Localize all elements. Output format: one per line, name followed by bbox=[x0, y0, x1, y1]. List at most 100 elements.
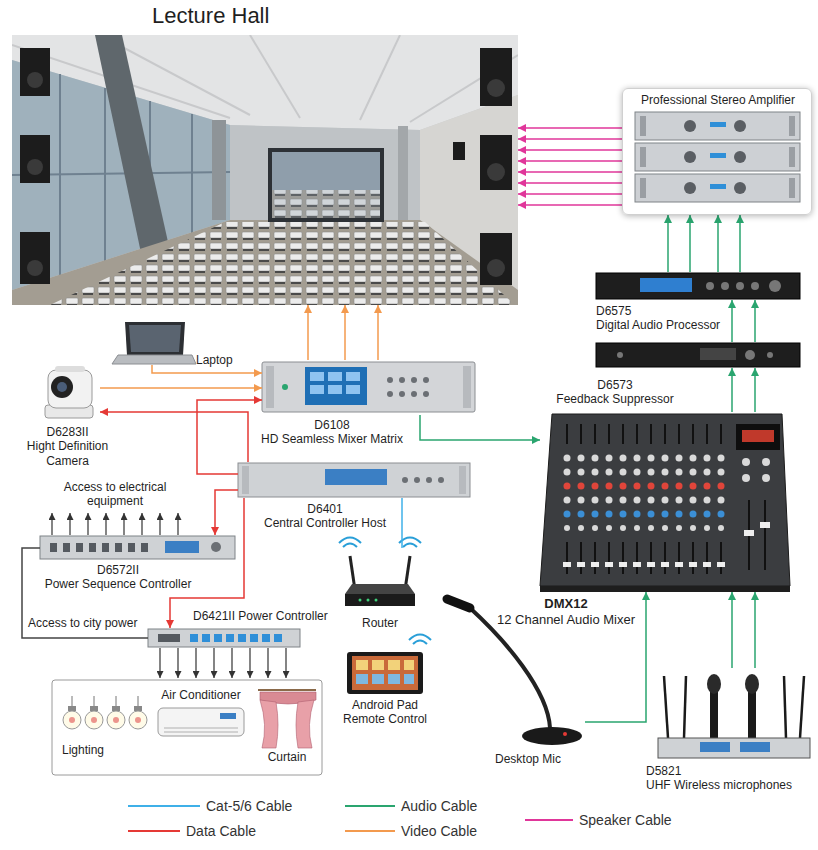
power-sequencer: D6572IIPower Sequence Controller bbox=[40, 535, 235, 560]
mixer-picture bbox=[736, 424, 780, 450]
power-sequencer-unit bbox=[50, 543, 57, 552]
amplifier-units bbox=[734, 151, 746, 163]
power-controller-unit bbox=[262, 634, 270, 642]
appliance-frame bbox=[52, 680, 322, 775]
mixer-picture bbox=[540, 414, 790, 586]
curtain-picture bbox=[258, 690, 316, 748]
air-conditioner-picture bbox=[164, 728, 238, 729]
mixer-matrix-unit bbox=[282, 384, 288, 390]
power-sequencer-unit bbox=[141, 543, 148, 552]
lecture-hall-photo bbox=[480, 48, 512, 106]
cable bbox=[518, 182, 622, 184]
central-controller: D6401Central Controller Host bbox=[238, 462, 470, 498]
lecture-hall-photo bbox=[480, 233, 512, 285]
mixer-matrix-unit bbox=[399, 391, 405, 397]
power-controller-unit bbox=[148, 629, 300, 647]
cable bbox=[215, 490, 238, 535]
audio-processor: D6575Digital Audio Processor bbox=[596, 272, 800, 300]
router-picture bbox=[345, 594, 415, 606]
audio-processor-unit bbox=[596, 273, 800, 299]
device-label: D6575 bbox=[596, 304, 746, 318]
amplifier-units bbox=[684, 120, 746, 194]
cable bbox=[344, 305, 346, 360]
power-sequencer-unit bbox=[63, 543, 70, 552]
caption-block: Laptop bbox=[196, 353, 256, 367]
power-controller-unit bbox=[190, 634, 282, 642]
lighting-picture bbox=[90, 706, 98, 711]
power-controller-unit bbox=[148, 629, 300, 647]
appliance-leader-arrows bbox=[177, 648, 178, 678]
desktop-mic-picture bbox=[447, 599, 470, 608]
power-controller-unit bbox=[226, 634, 234, 642]
router-picture bbox=[375, 599, 378, 602]
equipment-leader-arrows bbox=[177, 513, 178, 535]
pad-picture bbox=[352, 656, 418, 690]
mixer-picture bbox=[540, 586, 790, 592]
mixer-matrix-unit bbox=[262, 362, 475, 412]
cable bbox=[518, 127, 622, 129]
mixer-picture bbox=[764, 500, 766, 570]
mixer-matrix-unit bbox=[423, 377, 429, 383]
amplifier-units bbox=[710, 122, 726, 189]
legend-swatch bbox=[345, 805, 395, 807]
lighting-picture bbox=[72, 696, 138, 708]
pad-picture bbox=[347, 652, 423, 694]
lecture-hall-photo bbox=[272, 152, 380, 218]
curtain-picture bbox=[260, 700, 278, 748]
lighting-picture bbox=[63, 696, 147, 729]
central-controller-unit bbox=[402, 477, 444, 483]
lecture-hall-photo bbox=[487, 259, 505, 277]
mixer-matrix: D6108HD Seamless Mixer Matrix bbox=[262, 360, 475, 415]
lighting-picture bbox=[69, 717, 141, 723]
wireless-receiver-picture bbox=[784, 676, 786, 738]
router-picture bbox=[345, 556, 415, 606]
amplifier-units bbox=[710, 184, 726, 189]
appliance-leader-arrows bbox=[267, 648, 268, 678]
cable bbox=[689, 215, 691, 272]
caption-block: D6421II Power Controller bbox=[193, 609, 353, 623]
audio-mixer: DMX1212 Channel Audio Mixer bbox=[540, 412, 790, 592]
amplifier-units bbox=[640, 147, 646, 167]
wireless-receiver-picture bbox=[658, 674, 810, 758]
feedback-suppressor: D6573Feedback Suppressor bbox=[596, 342, 800, 368]
mixer-matrix-unit bbox=[346, 372, 360, 381]
amplifier-units bbox=[734, 120, 746, 132]
cable bbox=[731, 592, 733, 668]
amplifier-units bbox=[640, 178, 646, 198]
laptop-picture bbox=[129, 325, 181, 352]
wifi-symbol bbox=[409, 635, 431, 641]
equipment-leader-arrows bbox=[87, 513, 88, 535]
note-label: Access to city power bbox=[28, 616, 158, 630]
air-conditioner-picture bbox=[158, 708, 244, 736]
amplifier-units bbox=[684, 151, 696, 163]
lighting-picture bbox=[129, 711, 147, 729]
pad-picture bbox=[356, 660, 368, 670]
equipment-leader-arrows bbox=[69, 513, 70, 535]
power-controller-unit bbox=[202, 634, 210, 642]
pad-picture bbox=[372, 674, 384, 684]
device-label: Digital Audio Processor bbox=[596, 318, 746, 332]
device-label: Curtain bbox=[254, 750, 320, 764]
power-controller-unit bbox=[214, 634, 222, 642]
pad-picture bbox=[404, 674, 414, 684]
device-label: DMX12 bbox=[451, 596, 681, 612]
camera-picture bbox=[55, 366, 85, 372]
wifi-symbol bbox=[413, 641, 427, 645]
wireless-mic-receiver: D5821UHF Wireless microphones bbox=[656, 668, 812, 760]
cable bbox=[754, 368, 756, 412]
cable bbox=[717, 215, 719, 272]
device-label: D5821 bbox=[646, 764, 816, 778]
device-label: Laptop bbox=[196, 353, 256, 367]
power-sequencer-unit bbox=[40, 536, 235, 559]
power-controller-unit bbox=[250, 634, 258, 642]
lighting-picture bbox=[112, 706, 120, 711]
amplifier-units bbox=[684, 182, 696, 194]
device-label: Android Pad Remote Control bbox=[335, 698, 435, 727]
cable bbox=[420, 415, 540, 440]
power-sequencer-unit bbox=[211, 542, 221, 552]
caption-block: D6575Digital Audio Processor bbox=[596, 304, 746, 333]
power-controller-unit bbox=[190, 634, 198, 642]
pad-picture bbox=[388, 660, 400, 670]
wifi-symbol bbox=[339, 538, 361, 544]
amplifier-units bbox=[635, 112, 800, 202]
